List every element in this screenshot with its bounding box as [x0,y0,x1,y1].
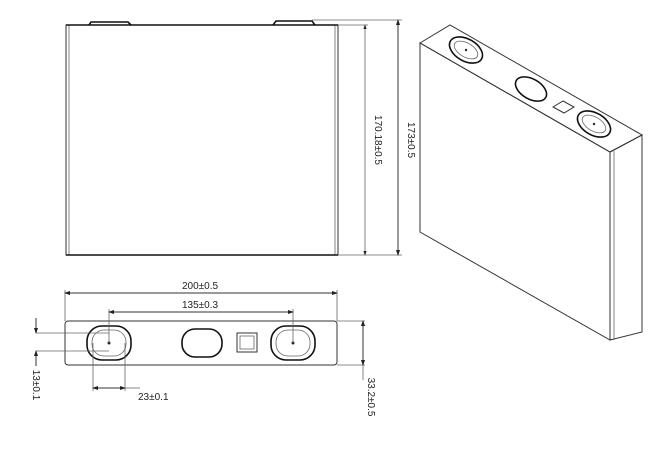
top-view: 200±0.5 135±0.3 23±0.1 13±0.1 33.2±0.5 [30,281,376,417]
terminal-spacing-dim-label: 135±0.3 [182,300,219,311]
terminal-height-dim-label: 13±0.1 [30,370,41,401]
safety-vent [181,328,223,358]
terminal-front-left [88,21,132,26]
isometric-view [419,24,644,341]
iso-terminal-right [576,110,612,138]
iso-filler-port [551,100,576,114]
front-view: 170.18±0.5 173±0.5 [65,19,416,256]
filler-port [236,332,258,353]
cell-body-top [64,320,338,366]
terminal-width-dim-label: 23±0.1 [138,392,169,403]
terminal-front-right [272,20,316,26]
height-dim-label: 170.18±0.5 [372,115,383,165]
iso-front-face [419,42,611,341]
iso-safety-vent [514,76,548,102]
iso-side-face [609,134,643,341]
width-dim-label: 200±0.5 [182,281,219,292]
cell-body-front [65,24,339,256]
total-height-dim-label: 173±0.5 [405,122,416,159]
iso-terminal-left [448,36,484,64]
thickness-dim-label: 33.2±0.5 [365,378,376,417]
